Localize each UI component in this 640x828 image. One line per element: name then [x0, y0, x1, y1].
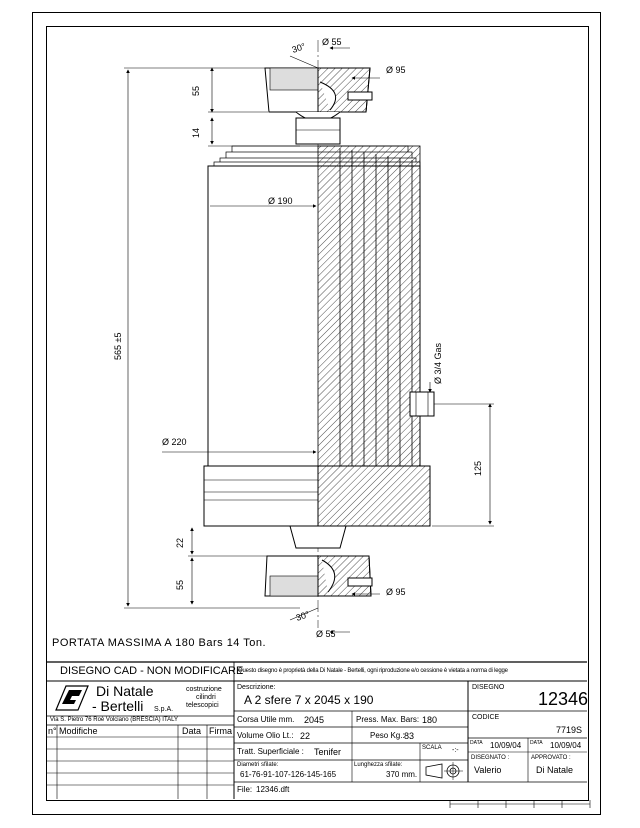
press-value: 180	[422, 715, 438, 725]
rev-date-header: Data	[182, 726, 202, 736]
telescopic-stages	[207, 145, 421, 467]
surface-value: Tenifer	[314, 747, 342, 757]
rev-no-header: n°	[48, 726, 57, 736]
diam-value: 61-76-91-107-126-145-165	[240, 770, 337, 779]
sheet-border-outer	[32, 12, 601, 815]
date-label-2: DATA	[530, 740, 543, 746]
stroke-value: 2045	[304, 715, 325, 725]
file-label: File:	[237, 785, 253, 794]
cylinder-base	[203, 465, 431, 549]
approved-value: Di Natale	[536, 765, 574, 775]
drawing-number-value: 12346	[538, 689, 589, 709]
rev-changes-header: Modifiche	[59, 726, 98, 736]
oil-value: 22	[300, 731, 311, 741]
bottom-ball-joint	[264, 555, 373, 597]
description-label: Descrizione:	[237, 684, 276, 691]
dim-d220: Ø 220	[162, 437, 187, 447]
top-ball-joint	[264, 67, 373, 145]
date-label-1: DATA	[470, 740, 483, 746]
surface-label: Tratt. Superficiale :	[237, 747, 304, 756]
drawing-number-label: DISEGNO	[472, 684, 505, 691]
code-label: CODICE	[472, 714, 500, 721]
company-desc-1: costruzione	[186, 686, 222, 693]
company-desc-3: telescopici	[186, 702, 219, 709]
weight-value: 83	[404, 731, 415, 741]
file-value: 12346.dft	[256, 785, 290, 794]
len-label: Lunghezza sfilate:	[354, 762, 403, 768]
company-desc-2: cilindri	[196, 694, 216, 701]
scale-value: -:-	[452, 747, 459, 754]
scale-label: SCALA	[422, 745, 442, 751]
code-value: 7719S	[556, 725, 583, 735]
dim-d190: Ø 190	[268, 196, 293, 206]
company-logo	[55, 685, 89, 711]
sheet-border-inner	[46, 26, 589, 801]
drawn-value: Valerio	[474, 765, 502, 775]
date-value-2: 10/09/04	[550, 741, 582, 750]
oil-label: Volume Olio Lt.:	[237, 731, 294, 740]
company-name-1: Di Natale	[96, 683, 154, 699]
drawn-label: DISEGNATO :	[471, 755, 510, 761]
weight-label: Peso Kg.:	[370, 731, 405, 740]
dim-d95-bottom: Ø 95	[386, 587, 406, 597]
projection-symbol-icon	[425, 762, 463, 780]
approved-label: APPROVATO :	[531, 755, 571, 761]
date-value-1: 10/09/04	[490, 741, 522, 750]
dim-d55-bottom: Ø 55	[316, 629, 336, 639]
diam-label: Diametri sfilate:	[237, 762, 279, 768]
stroke-label: Corsa Utile mm.	[237, 715, 295, 724]
company-address: Via S. Pietro 76 Roè Volciano (BRESCIA) …	[50, 717, 179, 723]
description-value: A 2 sfere 7 x 2045 x 190	[244, 693, 374, 707]
dim-d95-top: Ø 95	[386, 65, 406, 75]
cad-notice: DISEGNO CAD - NON MODIFICARE	[60, 665, 244, 677]
len-value: 370 mm.	[386, 770, 418, 779]
company-suffix: S.p.A.	[154, 706, 174, 713]
dim-d55-top: Ø 55	[322, 37, 342, 47]
company-name-2: - Bertelli	[92, 698, 144, 714]
ownership-notice: Questo disegno è proprietà della Di Nata…	[238, 668, 508, 674]
press-label: Press. Max. Bars:	[356, 715, 420, 724]
gas-port	[409, 391, 435, 417]
rev-sign-header: Firma	[209, 726, 232, 736]
capacity-note: PORTATA MASSIMA A 180 Bars 14 Ton.	[52, 637, 267, 649]
